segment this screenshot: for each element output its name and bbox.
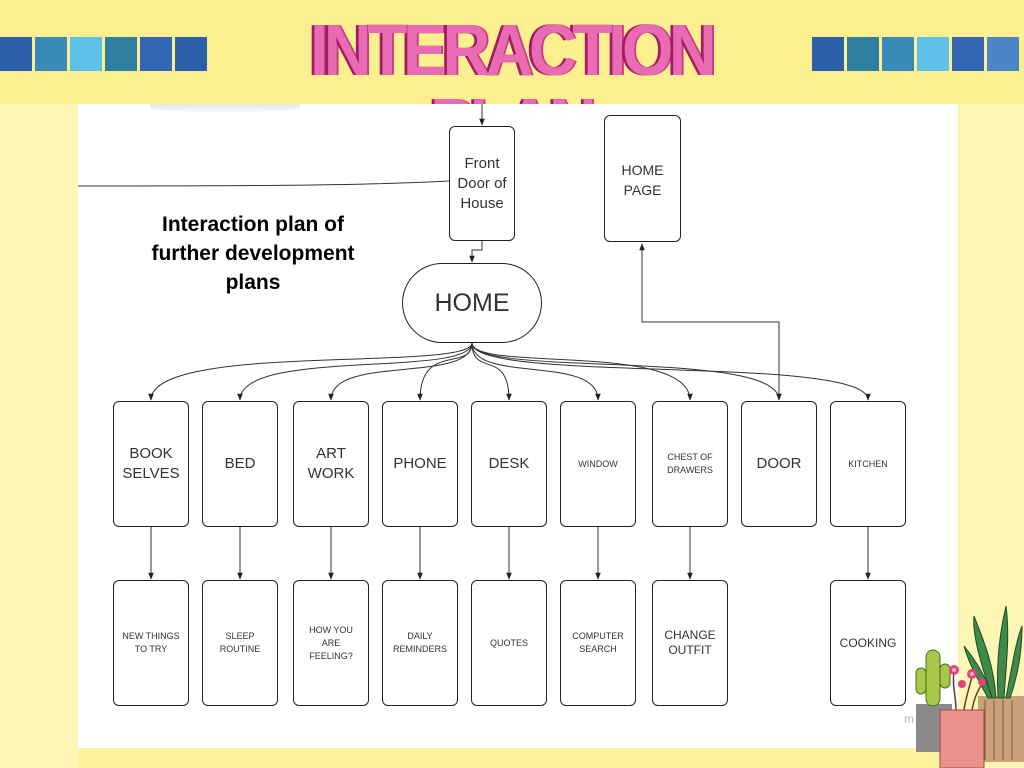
connector-home-chest-of-drawers bbox=[471, 342, 693, 401]
home-label: HOME bbox=[434, 288, 510, 317]
room-box-kitchen: KITCHEN bbox=[830, 401, 906, 527]
home-page-label: HOME PAGE bbox=[621, 162, 664, 198]
decor-tile bbox=[70, 37, 102, 71]
room-label: PHONE bbox=[393, 455, 447, 472]
child-box-chest-of-drawers: CHANGE OUTFIT bbox=[652, 580, 728, 706]
diagram-caption: Interaction plan of further development … bbox=[151, 213, 355, 294]
room-label: DESK bbox=[488, 455, 530, 472]
connector-home-kitchen bbox=[471, 342, 871, 401]
home-page-box: HOME PAGE bbox=[604, 115, 681, 242]
child-label: HOW YOU ARE FEELING? bbox=[309, 624, 353, 661]
connector-home-art-work bbox=[328, 342, 473, 401]
connector-front-door-home bbox=[469, 240, 483, 263]
decor-tile bbox=[882, 37, 914, 71]
room-box-book-selves: BOOK SELVES bbox=[113, 401, 189, 527]
pink-pot bbox=[939, 709, 985, 768]
child-label: COMPUTER SEARCH bbox=[572, 631, 624, 654]
room-label: BOOK SELVES bbox=[122, 445, 180, 482]
connector-home-window bbox=[471, 342, 601, 401]
decor-tile bbox=[35, 37, 67, 71]
room-box-chest-of-drawers: CHEST OF DRAWERS bbox=[652, 401, 728, 527]
connector-left-line bbox=[77, 180, 450, 187]
child-label: QUOTES bbox=[489, 637, 528, 648]
decor-tile bbox=[987, 37, 1019, 71]
decorative-swoosh bbox=[150, 104, 300, 112]
child-box-window: COMPUTER SEARCH bbox=[560, 580, 636, 706]
decor-tile bbox=[917, 37, 949, 71]
room-label: WINDOW bbox=[578, 458, 618, 469]
front-door-label: Front Door of House bbox=[457, 154, 507, 212]
room-label: KITCHEN bbox=[848, 458, 888, 469]
decor-tile bbox=[847, 37, 879, 71]
connector-door-homepage bbox=[639, 243, 780, 400]
connector-home-bed bbox=[237, 342, 473, 401]
room-label: BED bbox=[224, 455, 256, 472]
child-label: NEW THINGS TO TRY bbox=[122, 631, 180, 654]
connector-home-phone bbox=[417, 342, 473, 401]
room-box-art-work: ART WORK bbox=[293, 401, 369, 527]
child-label: SLEEP ROUTINE bbox=[219, 631, 261, 654]
decor-tile bbox=[0, 37, 32, 71]
decor-tile bbox=[952, 37, 984, 71]
child-label: DAILY REMINDERS bbox=[392, 631, 447, 654]
room-label: ART WORK bbox=[307, 445, 355, 482]
decor-tile bbox=[175, 37, 207, 71]
room-box-window: WINDOW bbox=[560, 401, 636, 527]
room-box-bed: BED bbox=[202, 401, 278, 527]
decor-tile bbox=[105, 37, 137, 71]
child-box-art-work: HOW YOU ARE FEELING? bbox=[293, 580, 369, 706]
decorative-tiles-right bbox=[812, 37, 1022, 71]
connector-home-desk bbox=[471, 342, 512, 401]
decorative-tiles-left bbox=[0, 37, 210, 71]
connector-home-book-selves bbox=[148, 342, 473, 401]
child-label: CHANGE OUTFIT bbox=[664, 628, 716, 657]
watermark-text: m bbox=[904, 712, 914, 726]
wooden-pot bbox=[978, 696, 1024, 762]
room-label: CHEST OF DRAWERS bbox=[667, 452, 713, 475]
front-door-box: Front Door of House bbox=[449, 126, 515, 241]
child-box-desk: QUOTES bbox=[471, 580, 547, 706]
connector-home-door bbox=[471, 342, 782, 401]
room-box-desk: DESK bbox=[471, 401, 547, 527]
child-box-phone: DAILY REMINDERS bbox=[382, 580, 458, 706]
room-box-phone: PHONE bbox=[382, 401, 458, 527]
decor-tile bbox=[812, 37, 844, 71]
decor-tile bbox=[140, 37, 172, 71]
home-node: HOME bbox=[402, 263, 542, 343]
room-label: DOOR bbox=[756, 455, 802, 472]
room-box-door: DOOR bbox=[741, 401, 817, 527]
child-box-bed: SLEEP ROUTINE bbox=[202, 580, 278, 706]
child-label: COOKING bbox=[839, 635, 897, 650]
potted-plants-illustration bbox=[915, 606, 1024, 768]
child-box-kitchen: COOKING bbox=[830, 580, 906, 706]
child-box-book-selves: NEW THINGS TO TRY bbox=[113, 580, 189, 706]
left-margin-stripe bbox=[0, 104, 78, 768]
